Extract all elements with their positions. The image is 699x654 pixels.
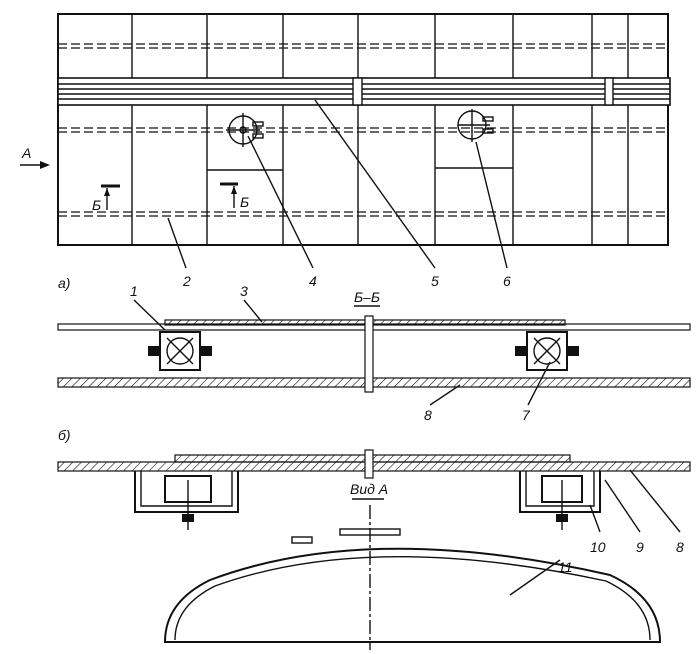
callout-8: 8 <box>424 407 432 423</box>
cable-clamp <box>352 77 363 106</box>
view-a-label: а) <box>58 275 70 291</box>
leader-lines <box>167 99 508 269</box>
callout-9: 9 <box>636 539 644 555</box>
channel-right <box>519 471 601 530</box>
cable-bundle <box>57 77 671 106</box>
view-title: Вид А <box>350 481 388 497</box>
hidden-beams <box>58 43 668 217</box>
callout-6: 6 <box>503 273 511 289</box>
section-marker-right: Б <box>220 182 249 210</box>
callout-5: 5 <box>431 273 439 289</box>
fastener-6 <box>457 109 494 142</box>
channel-left <box>134 471 239 530</box>
callout-2: 2 <box>182 273 191 289</box>
section-a <box>57 299 691 406</box>
svg-text:Б: Б <box>92 197 101 213</box>
cable-clamp <box>604 77 614 106</box>
fastener-4 <box>226 113 264 147</box>
callout-10: 10 <box>590 539 606 555</box>
callout-11: 11 <box>558 559 573 575</box>
section-marker-left: Б <box>92 184 120 213</box>
bracket-right <box>515 331 579 371</box>
callout-4: 4 <box>309 273 317 289</box>
plan-view: A Б Б <box>20 13 671 269</box>
callout-7: 7 <box>522 407 531 423</box>
svg-text:Б: Б <box>240 194 249 210</box>
callout-1: 1 <box>130 283 138 299</box>
callout-3: 3 <box>240 283 248 299</box>
view-arrow-a: A <box>20 145 50 169</box>
panel-joints <box>131 14 629 245</box>
view-b-label: б) <box>58 427 71 443</box>
plan-frame <box>57 13 669 246</box>
bracket-left <box>148 331 212 371</box>
section-b <box>57 449 691 533</box>
break-line <box>364 315 374 393</box>
section-title: Б–Б <box>354 289 380 305</box>
cover-view-a <box>163 505 662 650</box>
svg-text:A: A <box>21 145 31 161</box>
callout-8b: 8 <box>676 539 684 555</box>
